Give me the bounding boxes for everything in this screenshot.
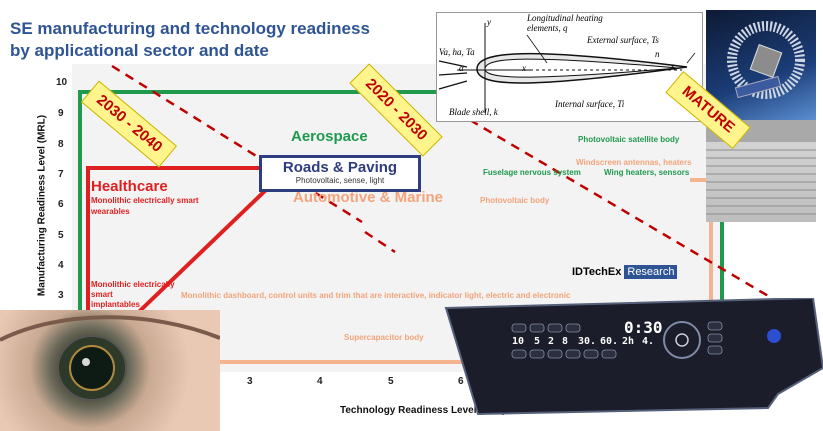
chart-title: SE manufacturing and technology readines… (10, 18, 370, 62)
x-tick-5: 5 (388, 376, 394, 387)
y-tick-7: 7 (58, 169, 64, 180)
x-tick-3: 3 (247, 376, 253, 387)
healthcare-wearables-line-1: Monolithic electrically smart (91, 196, 199, 205)
diagram-x-label: x (522, 63, 526, 73)
title-line-1: SE manufacturing and technology readines… (10, 19, 370, 38)
automotive-label: Automotive & Marine (293, 189, 444, 206)
pv-satellite-label: Photovoltaic satellite body (578, 135, 680, 144)
panel-readout-7: 2h (622, 336, 635, 347)
panel-readout-6: 60. (600, 336, 619, 347)
diagram-va-label: Va, ha, Ta (439, 47, 475, 57)
panel-readout-4: 8 (562, 336, 569, 347)
building-svg (706, 149, 816, 215)
diagram-external-surface: External surface, Ts (587, 35, 659, 45)
diagram-n-label: n (655, 49, 660, 59)
bionic-eye-image (0, 310, 220, 431)
y-axis-label: Manufacturing Readiness Level (MRL) (36, 114, 48, 297)
idtechex-logo-text: IDTechEx (572, 266, 622, 278)
fuselage-label: Fuselage nervous system (483, 168, 581, 177)
y-tick-5: 5 (58, 230, 64, 241)
y-tick-8: 8 (58, 139, 64, 150)
diagram-y-label: y (487, 17, 491, 27)
roads-paving-subtitle: Photovoltaic, sense, light (295, 176, 385, 185)
idtechex-research-text: Research (624, 265, 678, 279)
healthcare-outline (86, 166, 260, 320)
pv-body-label: Photovoltaic body (480, 196, 550, 205)
dashed-line-2 (364, 230, 396, 254)
satellite-svg (727, 21, 805, 99)
x-axis-label: Technology Readiness Level (TRL) (340, 405, 506, 416)
panel-time-readout: 0:30 (624, 318, 663, 337)
y-tick-9: 9 (58, 108, 64, 119)
diagram-alpha-label: α (459, 63, 464, 73)
diagram-blade-shell: Blade shell, k (449, 107, 498, 117)
roads-paving-title: Roads & Paving (282, 159, 398, 176)
title-line-2: by applicational sector and date (10, 41, 269, 60)
bionic-eye-svg (0, 315, 220, 401)
healthcare-implant-line-2: smart (91, 290, 113, 299)
healthcare-implant-line-1: Monolithic electrically (91, 280, 175, 289)
panel-readout-5: 30. (578, 336, 597, 347)
control-panel-image: 0:30 10 5 2 8 30. 60. 2h 4. (438, 298, 823, 431)
healthcare-implant-line-3: implantables (91, 300, 140, 309)
satellite-image (706, 10, 816, 120)
supercapacitor-label: Supercapacitor body (344, 333, 424, 342)
diagram-heating-line-1: Longitudinal heating (527, 13, 603, 23)
y-tick-6: 6 (58, 199, 64, 210)
panel-readout-8: 4. (642, 336, 655, 347)
diagram-heating-line-2: elements, q (527, 23, 568, 33)
blade-diagram-image: Longitudinal heating elements, q Externa… (436, 12, 703, 122)
roads-paving-box: Roads & Paving Photovoltaic, sense, ligh… (259, 155, 421, 192)
aerospace-outline (78, 90, 724, 372)
panel-readout-2: 5 (534, 336, 541, 347)
x-tick-4: 4 (317, 376, 323, 387)
wing-label: Wing heaters, sensors (604, 168, 690, 177)
y-tick-3: 3 (58, 290, 64, 301)
dashed-line-3 (469, 118, 776, 302)
dashboard-label: Monolithic dashboard, control units and … (181, 291, 571, 300)
automotive-outline (190, 178, 713, 364)
control-panel-svg (444, 298, 823, 416)
windscreen-label: Windscreen antennas, heaters (576, 158, 692, 167)
panel-readout-3: 2 (548, 336, 555, 347)
blade-diagram-svg (438, 23, 696, 113)
dashed-line-1 (111, 64, 363, 224)
aerospace-label: Aerospace (291, 128, 368, 145)
y-tick-4: 4 (58, 260, 64, 271)
diagram-s-label: s (671, 61, 675, 71)
x-tick-6: 6 (458, 376, 464, 387)
panel-readout-1: 10 (512, 336, 525, 347)
y-tick-10: 10 (56, 77, 68, 88)
idtechex-logo: IDTechEx Research (572, 265, 678, 279)
healthcare-wearables-line-2: wearables (91, 207, 130, 216)
healthcare-label: Healthcare (91, 178, 168, 195)
healthcare-diagonal (118, 184, 272, 332)
diagram-internal-surface: Internal surface, Ti (555, 99, 625, 109)
